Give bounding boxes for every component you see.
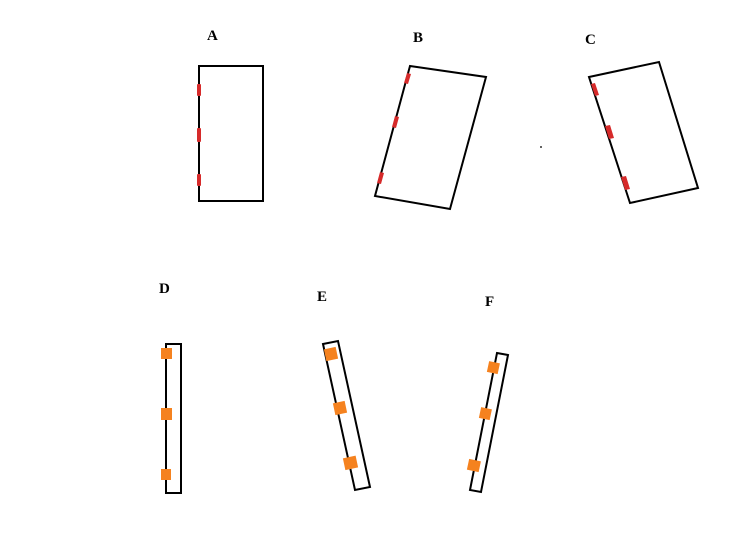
figure-b-outline bbox=[373, 64, 488, 211]
figure-e-hinge-bottom bbox=[342, 455, 359, 471]
figure-d-hinge-bottom bbox=[161, 469, 171, 480]
figure-e-label: E bbox=[317, 289, 327, 305]
figure-f-hinge-top bbox=[486, 361, 500, 375]
figure-d: D bbox=[159, 281, 182, 494]
figure-c-hinge-middle bbox=[605, 125, 614, 139]
figure-a-outline bbox=[198, 65, 264, 202]
figure-d-hinge-middle bbox=[161, 408, 172, 420]
figure-c-label: C bbox=[585, 32, 596, 48]
figure-d-hinge-top bbox=[161, 348, 172, 359]
figure-c-hinge-top bbox=[591, 83, 599, 96]
figure-b-label: B bbox=[413, 30, 423, 46]
figure-a-hinge-middle bbox=[197, 128, 201, 142]
figure-b-hinge-bottom bbox=[377, 172, 384, 184]
figure-e-hinge-middle bbox=[332, 400, 348, 416]
figure-f-outline bbox=[468, 351, 510, 494]
figure-f: F bbox=[466, 294, 510, 494]
figure-e: E bbox=[317, 289, 372, 492]
figure-a-label: A bbox=[207, 28, 218, 44]
figure-f-hinge-middle bbox=[478, 407, 492, 421]
figure-c: C bbox=[585, 32, 700, 205]
figure-e-outline bbox=[321, 339, 372, 492]
figure-e-hinge-top bbox=[323, 346, 339, 362]
figure-f-hinge-bottom bbox=[466, 458, 481, 473]
figure-b-hinge-top bbox=[404, 73, 411, 84]
figure-a: A bbox=[197, 28, 264, 202]
figure-b: B bbox=[373, 30, 488, 211]
figure-d-label: D bbox=[159, 281, 170, 297]
stray-dot bbox=[540, 146, 542, 148]
figure-a-hinge-top bbox=[197, 84, 201, 96]
figure-c-hinge-bottom bbox=[621, 176, 630, 190]
figure-c-outline bbox=[587, 60, 700, 205]
figure-f-label: F bbox=[485, 294, 494, 310]
figure-a-hinge-bottom bbox=[197, 174, 201, 186]
figure-b-hinge-middle bbox=[392, 116, 399, 128]
figure-d-outline bbox=[165, 343, 182, 494]
